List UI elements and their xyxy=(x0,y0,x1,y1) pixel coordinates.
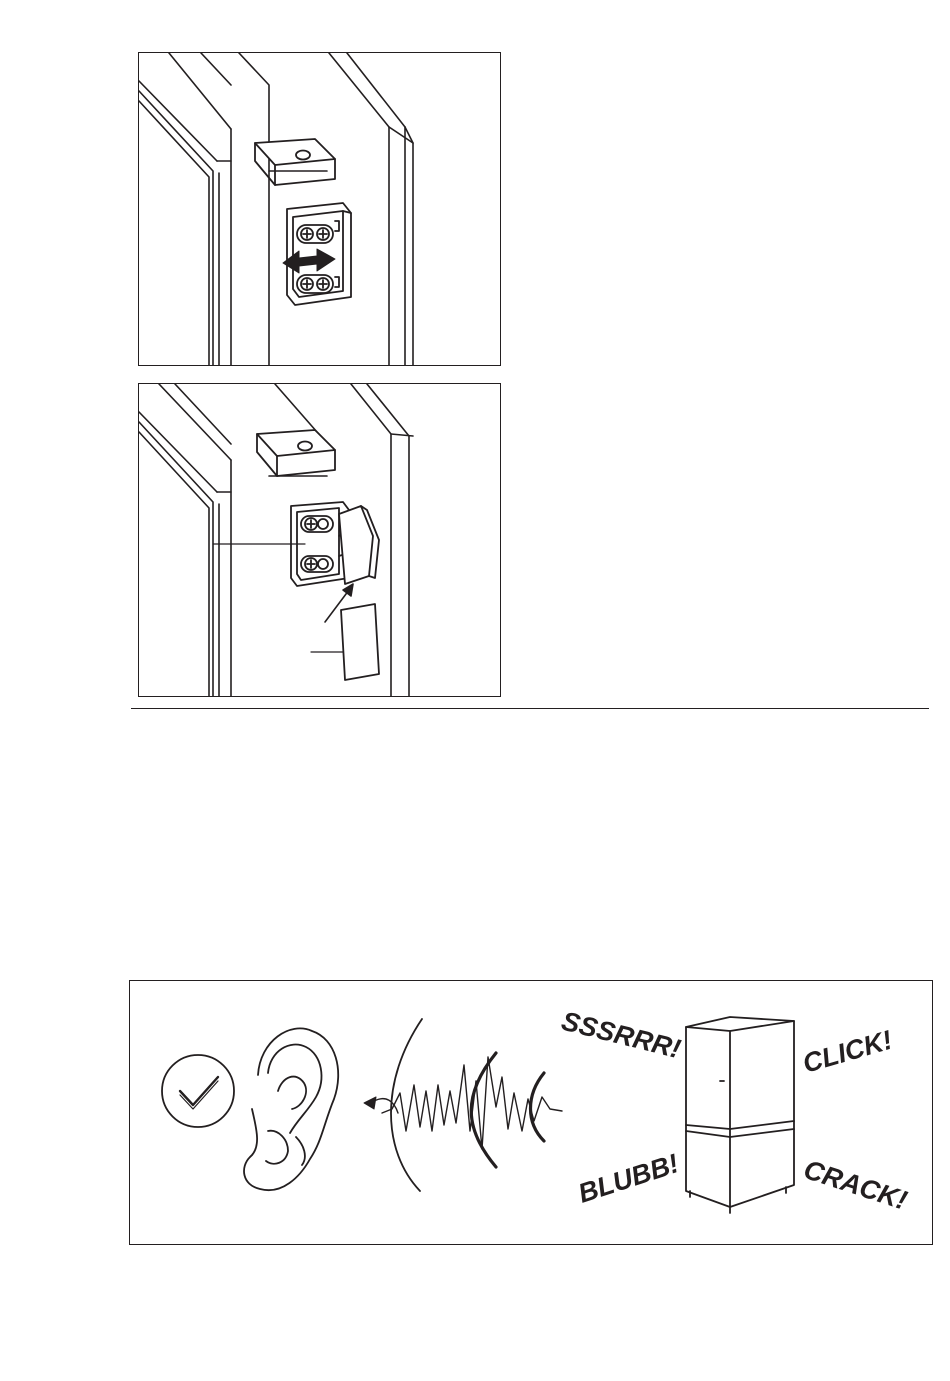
cover-cap-icon xyxy=(339,506,379,584)
fridge-icon xyxy=(686,1017,794,1213)
hinge-top-plate xyxy=(257,430,335,476)
sound-word-bottom-right: CRACK! xyxy=(800,1154,911,1215)
sound-word-top-right: CLICK! xyxy=(799,1025,895,1079)
section-divider xyxy=(131,708,929,709)
sound-word-bottom-left: BLUBB! xyxy=(575,1148,683,1209)
hinge-adjust-figure xyxy=(138,52,501,366)
checkmark-icon xyxy=(162,1055,234,1127)
noises-figure: SSSRRR! CLICK! BLUBB! CRACK! xyxy=(129,980,933,1245)
hinge-cover-drawing xyxy=(139,384,501,697)
sound-arrow-icon xyxy=(364,1097,398,1113)
hinge-top-plate xyxy=(255,139,335,185)
loose-cover-piece xyxy=(341,604,379,680)
noises-drawing: SSSRRR! CLICK! BLUBB! CRACK! xyxy=(130,981,933,1245)
sound-word-top-left: SSSRRR! xyxy=(559,1006,684,1065)
cabinet-frame-lines xyxy=(139,53,413,366)
ear-icon xyxy=(244,1028,338,1190)
hinge-adjust-drawing xyxy=(139,53,501,366)
hinge-cover-figure xyxy=(138,383,501,697)
